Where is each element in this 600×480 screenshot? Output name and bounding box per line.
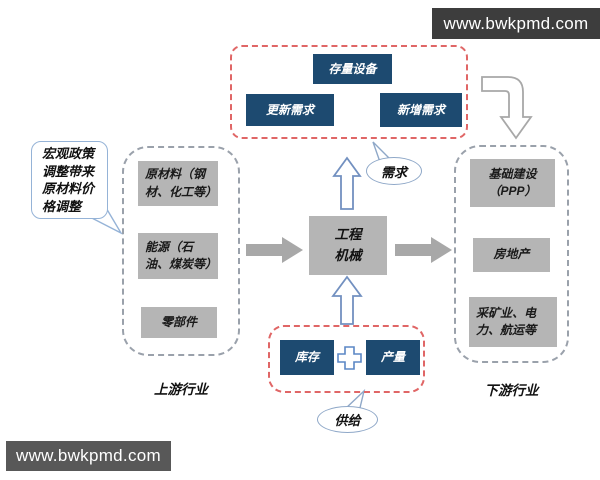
renewal-demand-box: 更新需求 (246, 94, 334, 126)
upstream-to-center-arrow-icon (246, 237, 303, 263)
new-demand-box: 新增需求 (380, 93, 462, 127)
watermark-bottom: www.bwkpmd.com (6, 441, 171, 471)
engineering-machinery-line1: 工程 (334, 226, 362, 242)
inventory-box: 库存 (280, 340, 334, 375)
engineering-machinery-box: 工程 机械 (309, 216, 387, 275)
plus-icon (337, 346, 362, 370)
watermark-top: www.bwkpmd.com (432, 8, 600, 39)
raw-materials-box: 原材料（钢材、化工等） (138, 161, 218, 206)
engineering-machinery-line2: 机械 (334, 247, 362, 263)
center-to-downstream-arrow-icon (395, 237, 452, 263)
energy-box: 能源（石油、煤炭等） (138, 233, 218, 279)
supply-bubble: 供给 (317, 406, 378, 433)
upstream-label: 上游行业 (154, 382, 208, 397)
macro-policy-callout: 宏观政策调整带来原材料价格调整 (31, 141, 108, 219)
output-box: 产量 (366, 340, 420, 375)
demand-group-frame (230, 45, 468, 139)
upstream-column-frame (122, 146, 240, 356)
components-box: 零部件 (141, 307, 217, 338)
stock-equipment-box: 存量设备 (313, 54, 392, 84)
downstream-column-frame (454, 145, 569, 363)
mining-power-shipping-box: 采矿业、电力、航运等 (469, 297, 557, 347)
demand-bubble: 需求 (366, 157, 422, 185)
infrastructure-box: 基础建设（PPP） (470, 159, 555, 207)
supply-up-arrow-icon (331, 275, 363, 325)
demand-up-arrow-icon (332, 156, 362, 210)
elbow-down-arrow-icon (481, 76, 533, 140)
supply-group-frame (268, 325, 425, 393)
real-estate-box: 房地产 (473, 238, 550, 272)
downstream-label: 下游行业 (484, 383, 539, 398)
